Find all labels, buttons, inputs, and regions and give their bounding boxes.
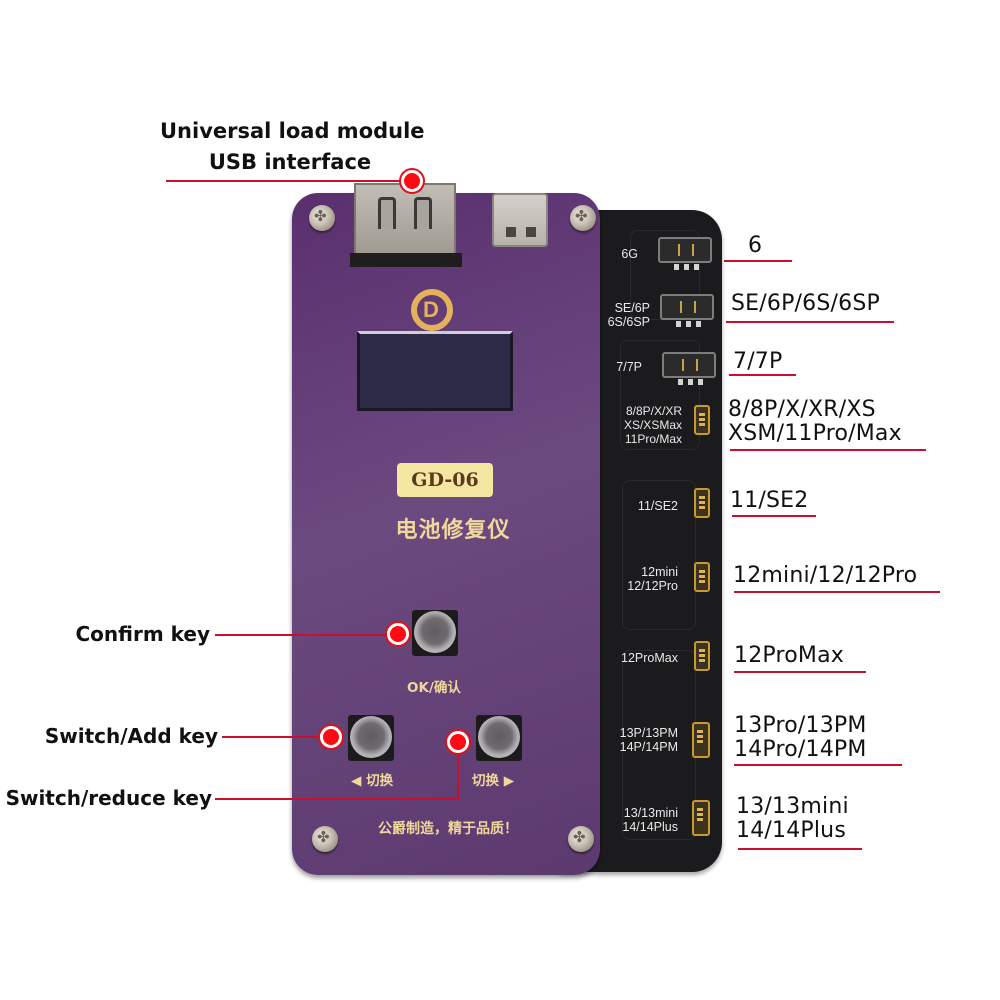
board-label-11-se2: 11/SE2 [637, 499, 678, 513]
callout-line-1: Universal load module [160, 119, 425, 143]
switch-reduce-callout: Switch/reduce key [5, 786, 212, 810]
model-underline-13p-14p [734, 764, 902, 766]
usb-interface-callout: Universal load module USB interface [160, 116, 425, 178]
usb-c-port[interactable] [492, 193, 548, 247]
model-underline-6 [724, 260, 792, 262]
switch-reduce-marker-icon [447, 731, 469, 753]
model-label-12: 12mini/12/12Pro [733, 563, 918, 588]
battery-connector-6[interactable] [658, 237, 712, 270]
left-key-label: ◀ 切换 [351, 773, 394, 789]
model-underline-se-6s [726, 321, 894, 323]
model-badge: GD-06 [397, 463, 493, 497]
lcd-display [357, 331, 513, 411]
battery-connector-12[interactable] [694, 562, 710, 592]
confirm-callout-line [215, 634, 391, 636]
screw-bottom-right-icon [568, 826, 594, 852]
model-label-12promax: 12ProMax [734, 643, 844, 668]
model-label-6: 6 [748, 233, 763, 258]
battery-connector-13p-14p[interactable] [692, 722, 710, 758]
model-underline-11-se2 [732, 515, 816, 517]
screw-top-right-icon [570, 205, 596, 231]
model-underline-12promax [734, 671, 866, 673]
model-underline-12 [734, 591, 940, 593]
model-underline-7 [729, 374, 796, 376]
board-label-6g: 6G [621, 247, 638, 261]
confirm-key[interactable] [412, 610, 458, 656]
confirm-marker-icon [387, 623, 409, 645]
model-underline-8-x [730, 449, 926, 451]
battery-connector-8-x[interactable] [694, 405, 710, 435]
ok-key-label: OK/确认 [407, 680, 461, 696]
switch-reduce-key[interactable] [476, 715, 522, 761]
switch-add-key[interactable] [348, 715, 394, 761]
device-name: 电池修复仪 [395, 518, 511, 543]
usb-marker-icon [401, 170, 423, 192]
battery-connector-12promax[interactable] [694, 641, 710, 671]
model-underline-13-14 [738, 848, 862, 850]
battery-connector-11-se2[interactable] [694, 488, 710, 518]
screw-bottom-left-icon [312, 826, 338, 852]
model-label-7: 7/7P [733, 349, 783, 374]
model-label-11-se2: 11/SE2 [730, 488, 809, 513]
switch-add-callout-line [222, 736, 322, 738]
board-label-12promax: 12ProMax [621, 651, 678, 665]
battery-connector-7[interactable] [662, 352, 716, 385]
switch-add-callout: Switch/Add key [44, 724, 218, 748]
confirm-key-callout: Confirm key [75, 622, 210, 646]
switch-reduce-callout-line [215, 798, 459, 800]
model-label-se-6s: SE/6P/6S/6SP [731, 291, 880, 316]
usb-a-port[interactable] [350, 183, 462, 267]
switch-reduce-callout-riser [457, 746, 459, 800]
brand-logo-icon: D [411, 289, 453, 331]
battery-connector-se-6s[interactable] [660, 294, 714, 327]
switch-add-marker-icon [320, 726, 342, 748]
battery-connector-13-14[interactable] [692, 800, 710, 836]
board-label-7-7p: 7/7P [616, 360, 642, 374]
usb-callout-line [166, 180, 412, 182]
right-key-label: 切换 ▶ [472, 773, 515, 789]
screw-top-left-icon [309, 205, 335, 231]
slogan: 公爵制造，精于品质！ [378, 821, 518, 837]
callout-line-2: USB interface [208, 150, 372, 174]
